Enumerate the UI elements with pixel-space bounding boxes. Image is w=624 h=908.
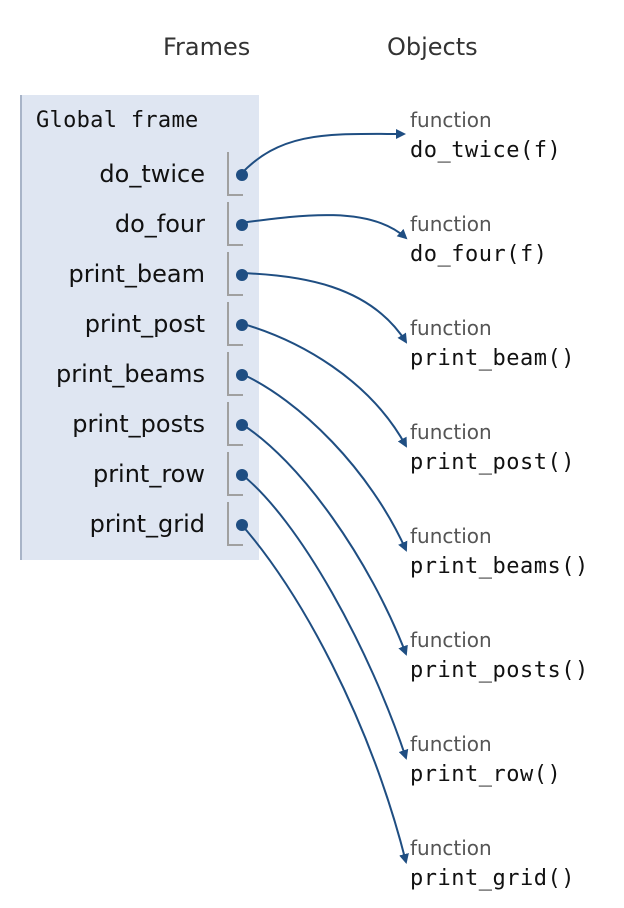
variable-slot: [227, 152, 243, 196]
pointer-arrow: [239, 128, 406, 176]
pointer-arrow: [239, 214, 408, 240]
object-name: print_beams(): [410, 554, 589, 579]
object-name: print_post(): [410, 450, 575, 475]
pointer-dot[interactable]: [236, 369, 248, 381]
variable-row-print-posts: print_posts: [22, 402, 261, 448]
variable-slot: [227, 502, 243, 546]
pointer-dot[interactable]: [236, 519, 248, 531]
function-object-print-posts[interactable]: function print_posts(): [410, 628, 589, 686]
pointer-dot[interactable]: [236, 469, 248, 481]
function-object-print-beam[interactable]: function print_beam(): [410, 316, 575, 374]
pointer-arrow: [239, 272, 408, 344]
object-type-label: function: [410, 524, 492, 548]
object-type-label: function: [410, 836, 492, 860]
object-type-label: function: [410, 212, 492, 236]
object-type-label: function: [410, 108, 492, 132]
function-object-print-grid[interactable]: function print_grid(): [410, 836, 575, 894]
object-name: print_grid(): [410, 866, 575, 891]
object-name: do_twice(f): [410, 138, 562, 163]
function-object-do-four[interactable]: function do_four(f): [410, 212, 547, 270]
object-name: print_row(): [410, 762, 562, 787]
object-type-label: function: [410, 316, 492, 340]
object-type-label: function: [410, 628, 492, 652]
object-name: do_four(f): [410, 242, 548, 267]
variable-row-print-post: print_post: [22, 302, 261, 348]
objects-header: Objects: [387, 33, 478, 61]
pointer-dot[interactable]: [236, 319, 248, 331]
variable-slot: [227, 302, 243, 346]
pointer-dot[interactable]: [236, 419, 248, 431]
variable-row-print-beams: print_beams: [22, 352, 261, 398]
pointer-arrow: [239, 372, 408, 552]
pointer-arrow: [239, 422, 408, 656]
object-name: print_beam(): [410, 346, 575, 371]
variable-name: print_beam: [68, 260, 205, 288]
variable-slot: [227, 402, 243, 446]
frame-title: Global frame: [36, 108, 199, 133]
variable-name: do_four: [114, 210, 205, 238]
variable-slot: [227, 352, 243, 396]
variable-row-print-row: print_row: [22, 452, 261, 498]
variable-name: print_grid: [89, 510, 205, 538]
global-frame: Global frame do_twice do_four print_beam…: [20, 95, 259, 560]
variable-name: print_row: [92, 460, 205, 488]
pointer-dot[interactable]: [236, 269, 248, 281]
function-object-print-post[interactable]: function print_post(): [410, 420, 575, 478]
object-type-label: function: [410, 732, 492, 756]
pointer-arrow: [239, 322, 407, 448]
function-object-print-row[interactable]: function print_row(): [410, 732, 561, 790]
function-object-print-beams[interactable]: function print_beams(): [410, 524, 589, 582]
variable-name: print_posts: [72, 410, 205, 438]
pointer-dot[interactable]: [236, 219, 248, 231]
variable-row-print-beam: print_beam: [22, 252, 261, 298]
variable-row-do-four: do_four: [22, 202, 261, 248]
variable-name: do_twice: [99, 160, 205, 188]
variable-slot: [227, 452, 243, 496]
variable-row-do-twice: do_twice: [22, 152, 261, 198]
function-object-do-twice[interactable]: function do_twice(f): [410, 108, 561, 166]
variable-name: print_post: [84, 310, 205, 338]
object-type-label: function: [410, 420, 492, 444]
pointer-dot[interactable]: [236, 169, 248, 181]
variable-slot: [227, 202, 243, 246]
variable-row-print-grid: print_grid: [22, 502, 261, 548]
pointer-arrow: [239, 472, 409, 760]
object-name: print_posts(): [410, 658, 589, 683]
variable-slot: [227, 252, 243, 296]
frames-header: Frames: [163, 33, 251, 61]
variable-name: print_beams: [56, 360, 205, 388]
pointer-arrow: [239, 522, 409, 864]
